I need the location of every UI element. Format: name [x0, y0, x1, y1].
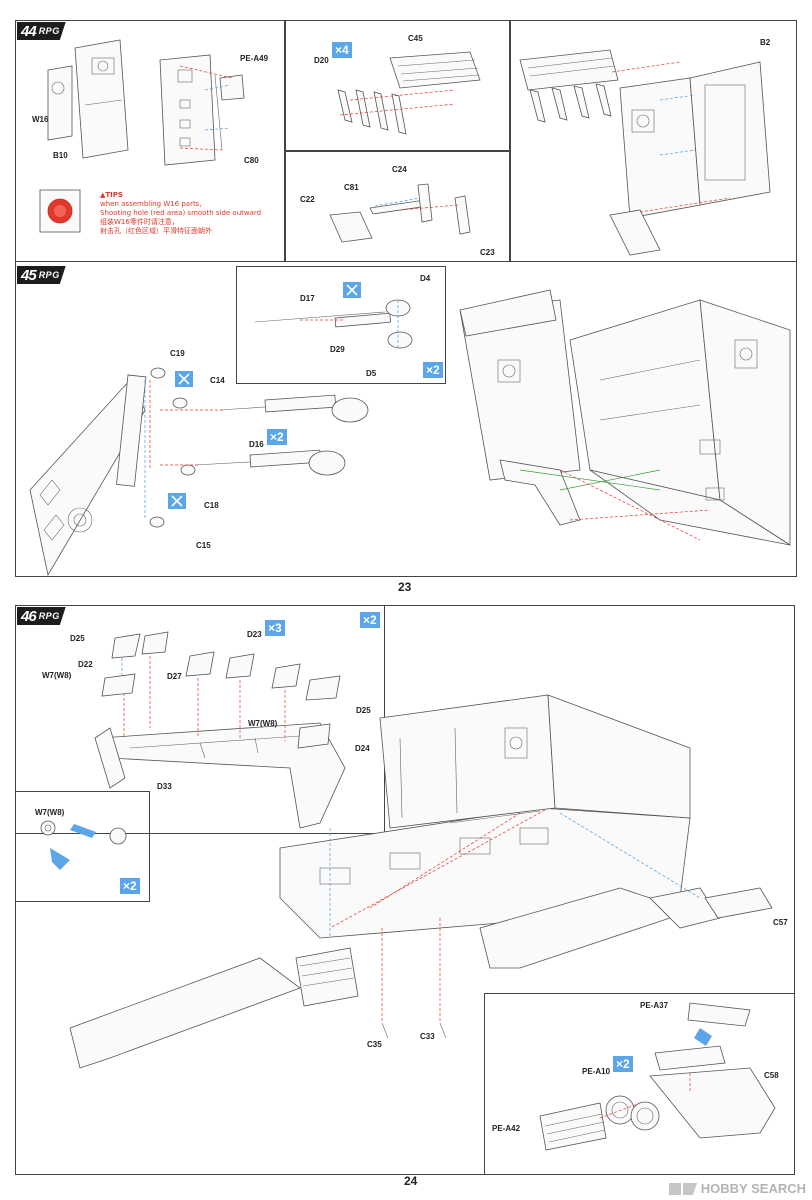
suspension-arm-drawing	[29, 289, 791, 577]
label-b2: B2	[760, 38, 771, 47]
label-d17: D17	[300, 294, 315, 303]
step-number: 44	[21, 22, 37, 40]
label-c58: C58	[764, 1071, 779, 1080]
step-44-badge: 44 RPG	[17, 22, 66, 40]
label-d20: D20	[314, 56, 329, 65]
tips-heading: ▲TIPS	[100, 191, 123, 199]
label-c15: C15	[196, 541, 211, 550]
no-glue-icon	[343, 282, 361, 298]
door-panel-drawing	[39, 39, 771, 256]
label-w7: W7(W8)	[35, 808, 65, 817]
label-c19: C19	[170, 349, 185, 358]
step-number: 46	[21, 607, 37, 625]
step-45-badge: 45 RPG	[17, 266, 66, 284]
label-c18: C18	[204, 501, 219, 510]
multiplier-inset: ×2	[423, 362, 443, 378]
label-d23: D23	[247, 630, 262, 639]
step-44-panel-top-middle	[285, 20, 510, 151]
label-d5: D5	[366, 369, 377, 378]
label-pe-a10: PE-A10	[582, 1067, 611, 1076]
label-d25: D25	[70, 634, 85, 643]
multiplier-d20: ×4	[332, 42, 352, 58]
multiplier-w7-inset: ×2	[120, 878, 140, 894]
tips-line-1: when assembling W16 parts,	[100, 200, 202, 208]
brand-mark: RPG	[38, 26, 60, 36]
step-46-badge: 46 RPG	[17, 607, 66, 625]
step-44-panel-left	[15, 20, 285, 262]
label-d16: D16	[249, 440, 264, 449]
label-c24: C24	[392, 165, 407, 174]
page-23: 44 RPG	[0, 0, 812, 598]
page-24: 46 RPG ×2	[0, 598, 812, 1200]
label-c23: C23	[480, 248, 495, 257]
tips-line-3: 组装W16零件时请注意，	[100, 218, 179, 226]
label-c14: C14	[210, 376, 225, 385]
watermark: HOBBY SEARCH	[668, 1181, 806, 1196]
step-46-inset-engine	[484, 993, 795, 1175]
multiplier-step: ×2	[360, 612, 380, 628]
label-d29: D29	[330, 345, 345, 354]
multiplier-d16: ×2	[267, 429, 287, 445]
label-c22: C22	[300, 195, 315, 204]
label-c45: C45	[408, 34, 423, 43]
brand-mark: RPG	[38, 611, 60, 621]
label-c35: C35	[367, 1040, 382, 1049]
brand-mark: RPG	[38, 270, 60, 280]
label-w7: W7(W8)	[42, 671, 72, 680]
label-b10: B10	[53, 151, 68, 160]
multiplier-pe-a10: ×2	[613, 1056, 633, 1072]
multiplier-d23: ×3	[265, 620, 285, 636]
label-w7: W7(W8)	[248, 719, 278, 728]
step-number: 45	[21, 266, 37, 284]
label-d4: D4	[420, 274, 431, 283]
label-d24: D24	[355, 744, 370, 753]
label-d25: D25	[356, 706, 371, 715]
label-c81: C81	[344, 183, 359, 192]
watermark-text: HOBBY SEARCH	[700, 1181, 806, 1196]
step-46-inset-washer	[15, 791, 150, 902]
tips-box: ▲TIPS when assembling W16 parts, Shootin…	[100, 191, 280, 236]
label-pe-a37: PE-A37	[640, 1001, 669, 1010]
label-w16: W16	[32, 115, 49, 124]
page-number: 24	[404, 1174, 418, 1188]
step-44-panel-bottom-middle	[285, 151, 510, 262]
label-d22: D22	[78, 660, 93, 669]
page-number: 23	[398, 580, 412, 594]
tips-line-2: Shooting hole (red area) smooth side out…	[100, 209, 262, 217]
label-c80: C80	[244, 156, 259, 165]
no-glue-icon	[168, 493, 186, 509]
step-45-inset-panel	[236, 266, 446, 384]
label-pe-a49: PE-A49	[240, 54, 269, 63]
label-d33: D33	[157, 782, 172, 791]
label-d27: D27	[167, 672, 182, 681]
tips-line-4: 射击孔（红色区域）平滑特征面朝外	[100, 227, 212, 235]
no-glue-icon	[175, 371, 193, 387]
step-44-panel-right	[510, 20, 797, 262]
hobby-search-logo-icon	[668, 1182, 697, 1195]
fender-assembly-drawing	[40, 631, 776, 1151]
label-pe-a42: PE-A42	[492, 1124, 521, 1133]
label-c57: C57	[773, 918, 788, 927]
label-c33: C33	[420, 1032, 435, 1041]
